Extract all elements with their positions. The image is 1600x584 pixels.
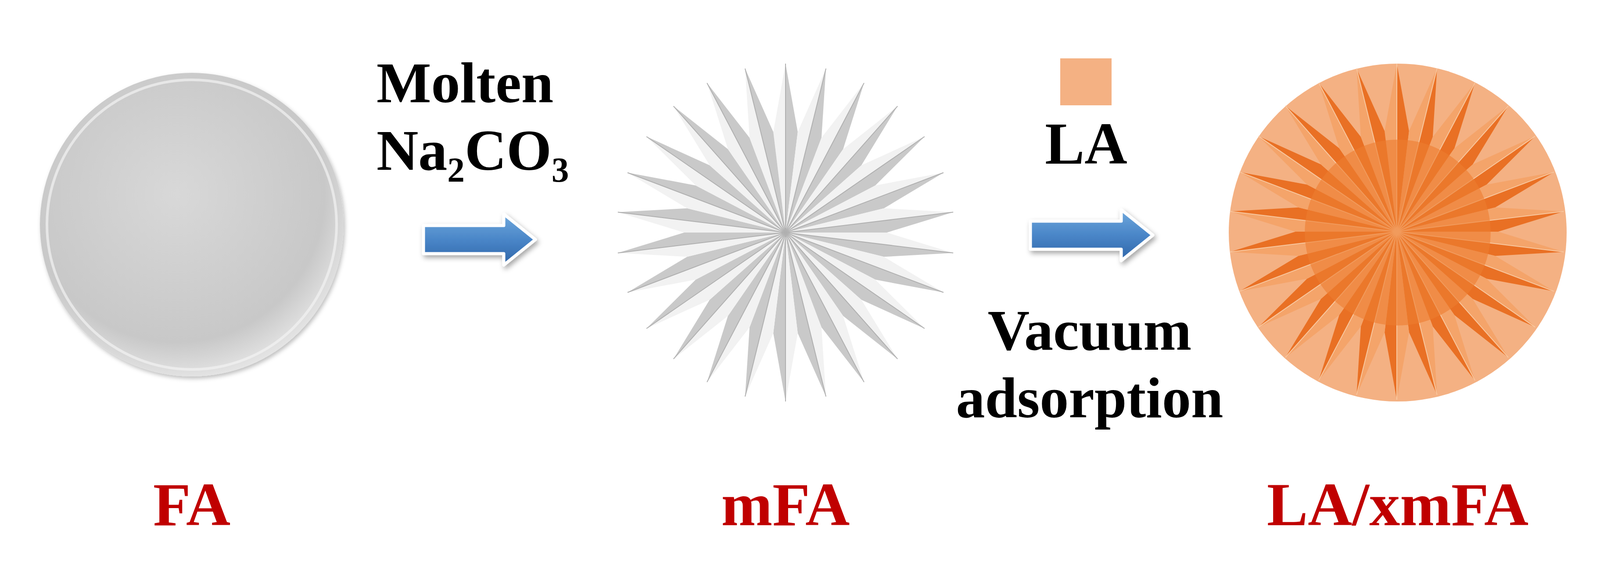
particle-label: LA/xmFA — [1266, 470, 1529, 539]
star-particle — [616, 63, 955, 402]
spike-facet — [745, 68, 786, 233]
block-arrow — [423, 214, 536, 266]
particle-node: FA — [38, 71, 346, 379]
process-condition: Molten Na₂CO₃ — [376, 49, 623, 185]
spike-facet — [745, 68, 786, 233]
particle-label: FA — [153, 470, 231, 539]
particle-node: mFA — [616, 63, 955, 402]
spike-ridge — [785, 63, 786, 233]
process-condition: Vacuum adsorption — [933, 296, 1246, 433]
particle-node: LA/xmFA — [1228, 63, 1567, 402]
fly-ash-sphere — [39, 72, 344, 377]
la-coating — [1228, 63, 1567, 402]
spike-ridge — [785, 212, 954, 233]
spike-facet — [785, 208, 954, 233]
core-fill — [1304, 139, 1491, 326]
spike-facet — [785, 212, 954, 233]
spike-ridge — [785, 232, 786, 402]
legend-item: LA — [1040, 58, 1132, 177]
particle-label: mFA — [721, 470, 851, 539]
legend-text: LA — [1040, 111, 1132, 177]
legend-swatch — [1060, 58, 1112, 106]
spike-ridge — [745, 68, 786, 233]
block-arrow — [1030, 209, 1153, 261]
spike-ridge — [617, 232, 786, 253]
coated-particle — [1228, 63, 1567, 402]
spike-facet — [617, 232, 786, 257]
sphere-rim — [46, 79, 337, 370]
spike-facet — [617, 232, 786, 253]
sphere-particle — [38, 71, 346, 379]
spike-facet — [785, 232, 798, 402]
